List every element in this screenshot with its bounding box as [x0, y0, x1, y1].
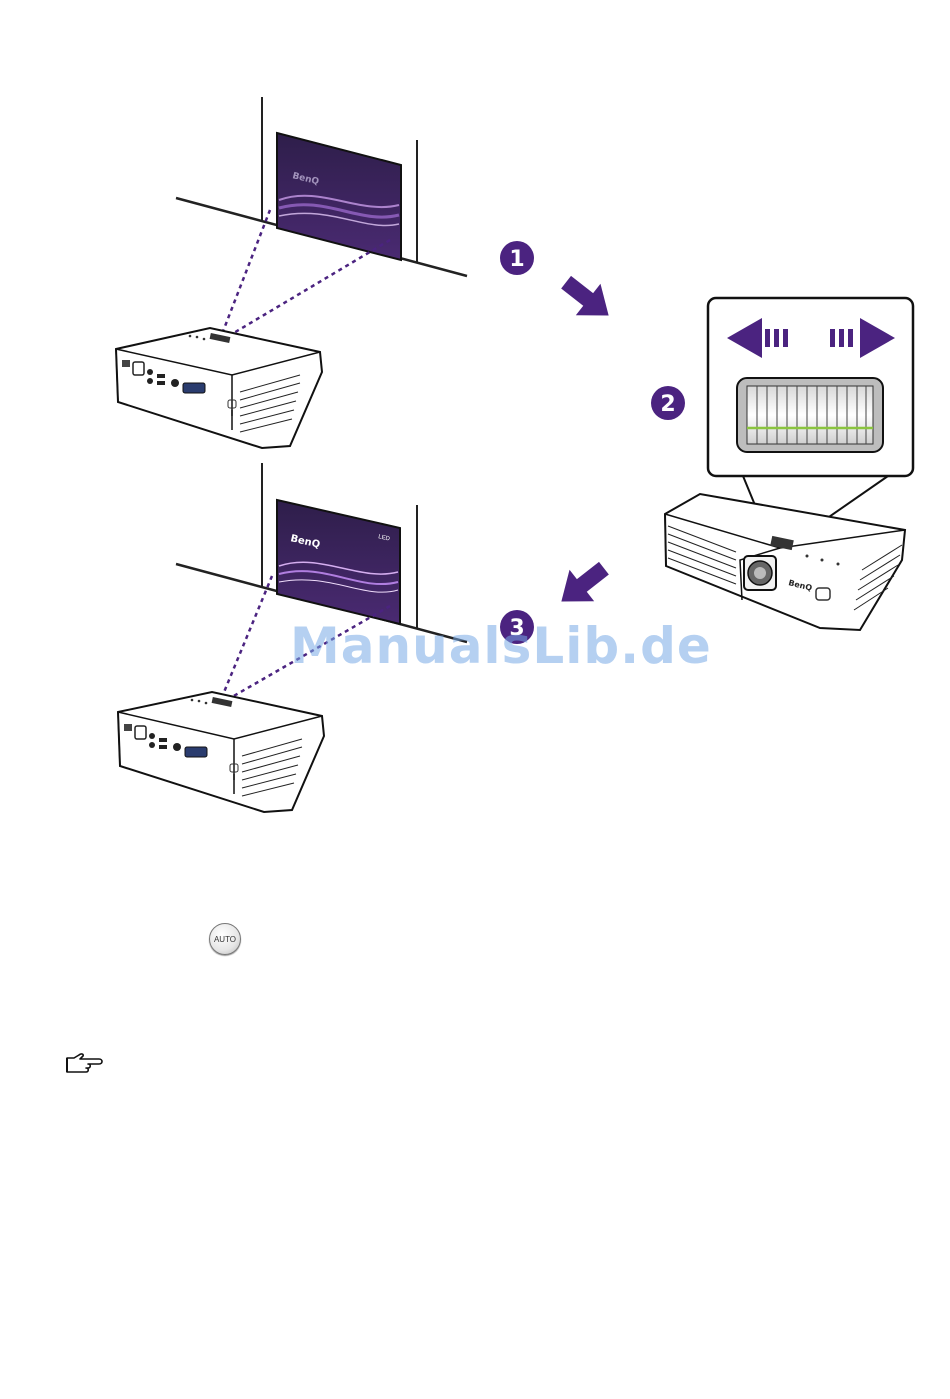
auto-button-icon: AUTO — [209, 923, 241, 955]
projector-top — [116, 328, 322, 448]
arrow-down-right — [554, 266, 621, 331]
focus-ring-dial — [737, 378, 883, 452]
step-badge-1: 1 — [500, 241, 534, 275]
pointing-hand-icon — [64, 1053, 106, 1075]
svg-text:2: 2 — [660, 392, 675, 417]
svg-text:1: 1 — [509, 247, 524, 272]
projection-screen-top: BenQ — [277, 133, 401, 260]
step-badge-2: 2 — [651, 386, 685, 420]
projector-front: BenQ — [665, 494, 905, 630]
scene-top: BenQ — [116, 97, 467, 448]
projection-screen-bottom: BenQ LED — [277, 500, 400, 624]
projector-bottom — [118, 692, 324, 812]
arrow-down-left — [549, 552, 616, 617]
watermark: ManualsLib.de — [290, 617, 712, 675]
